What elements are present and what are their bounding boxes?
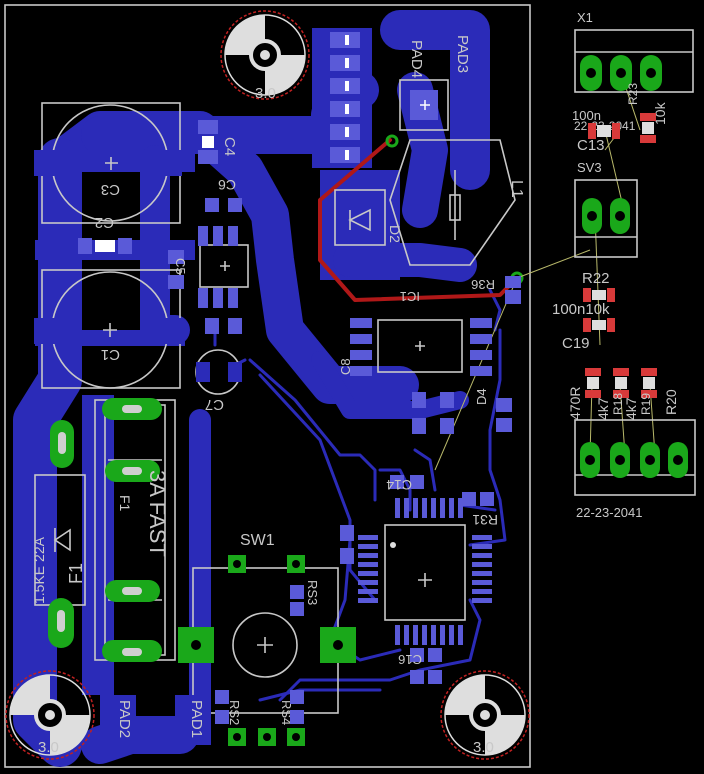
svg-text:PAD1: PAD1 — [188, 700, 205, 738]
svg-text:C16: C16 — [398, 652, 422, 667]
svg-text:4k7: 4k7 — [623, 397, 639, 420]
switch-sw1: SW1 RS3 RS2 RS4 — [178, 532, 356, 746]
pads-bottom: PAD2 PAD1 — [100, 695, 211, 745]
capacitor-c14: C14 — [386, 475, 424, 493]
smd-r22-c19: R22 100n10k C19 — [552, 270, 615, 352]
ic-regulator — [198, 226, 249, 308]
svg-text:3A FAST: 3A FAST — [145, 470, 170, 557]
capacitor-c4: C4 — [198, 120, 238, 164]
smd-c13-r23 — [588, 113, 656, 143]
svg-text:F1: F1 — [66, 563, 86, 584]
svg-text:100n10k: 100n10k — [552, 301, 610, 318]
svg-text:4k7: 4k7 — [595, 397, 611, 420]
svg-text:SV3: SV3 — [577, 160, 602, 175]
svg-text:L1: L1 — [508, 180, 525, 198]
capacitor-c1: C1 — [34, 269, 182, 389]
capacitor-c6: C6 — [205, 177, 242, 212]
svg-text:R19: R19 — [639, 393, 653, 415]
svg-text:SW1: SW1 — [240, 532, 275, 549]
svg-text:C13: C13 — [577, 137, 605, 154]
svg-text:R18: R18 — [611, 393, 625, 415]
mounting-hole-top: 3.0 — [220, 10, 310, 102]
via-1 — [385, 134, 399, 148]
connector-x2: 22-23-2041 — [574, 419, 696, 520]
svg-text:22-23-2041: 22-23-2041 — [576, 505, 643, 520]
svg-text:D4: D4 — [474, 388, 489, 405]
board-outline — [4, 4, 531, 768]
inductor-l1: L1 — [389, 139, 525, 266]
svg-text:RS3: RS3 — [305, 580, 320, 605]
svg-text:3.0: 3.0 — [255, 85, 276, 102]
svg-text:PAD3: PAD3 — [454, 35, 471, 73]
svg-text:1.5KE 22A: 1.5KE 22A — [31, 536, 47, 604]
capacitor-c7: C7 — [195, 349, 242, 413]
ic-ic1: IC1 C8 — [338, 289, 492, 376]
capacitor-c3: C3 — [34, 102, 182, 224]
svg-text:100n: 100n — [572, 108, 601, 123]
smd-column: PAD4 PAD3 — [330, 32, 471, 163]
resistor-rs1 — [340, 525, 354, 564]
svg-text:C1: C1 — [101, 346, 120, 363]
svg-text:C5: C5 — [173, 258, 188, 275]
diode-d4: D4 — [474, 388, 512, 432]
resistor-r31: R31 — [462, 492, 498, 528]
capacitor-c10 — [399, 79, 449, 131]
svg-text:PAD2: PAD2 — [116, 700, 133, 738]
top-layer-trace — [318, 138, 517, 302]
svg-text:470R: 470R — [567, 387, 583, 420]
svg-text:3.0: 3.0 — [38, 739, 59, 756]
connector-sv3: SV3 — [574, 160, 638, 258]
svg-text:C4: C4 — [221, 137, 238, 156]
smd-rs — [215, 585, 304, 724]
svg-text:PAD4: PAD4 — [408, 40, 425, 78]
svg-text:RS2: RS2 — [227, 700, 242, 725]
svg-text:C2: C2 — [95, 214, 114, 231]
tvs-diode: 1.5KE 22A F1 — [31, 420, 86, 648]
svg-text:R31: R31 — [472, 512, 498, 528]
svg-text:C7: C7 — [205, 396, 224, 413]
capacitor-c9 — [205, 318, 242, 334]
svg-text:C8: C8 — [338, 358, 353, 375]
ic-microcontroller — [358, 498, 492, 645]
connector-x1: X1 100n 22-23-2041 C13 R23 10k — [572, 10, 694, 154]
resistors-r18-r20: 470R 4k7 4k7 R18 R19 R20 — [567, 368, 679, 420]
smd-caps-ic1 — [412, 392, 454, 434]
svg-text:F1: F1 — [117, 495, 133, 512]
capacitor-c16: C16 — [398, 648, 442, 684]
svg-text:C19: C19 — [562, 335, 590, 352]
resistor-r36: R36 — [471, 276, 521, 304]
svg-text:D2: D2 — [387, 225, 403, 243]
svg-text:C6: C6 — [218, 177, 236, 193]
diode-d2: D2 — [334, 189, 403, 246]
svg-text:3.0: 3.0 — [473, 739, 494, 756]
svg-text:C14: C14 — [386, 477, 412, 493]
fuse-holder: 3A FAST F1 — [94, 398, 176, 662]
mounting-hole-bottom-right: 3.0 — [440, 670, 530, 760]
capacitor-c5: C5 — [168, 250, 188, 289]
svg-text:R22: R22 — [582, 270, 610, 287]
svg-text:X1: X1 — [577, 10, 593, 25]
svg-text:IC1: IC1 — [400, 289, 420, 304]
svg-text:R36: R36 — [471, 277, 495, 292]
svg-text:R23: R23 — [626, 83, 640, 105]
svg-text:R20: R20 — [663, 389, 679, 415]
svg-text:C3: C3 — [101, 181, 120, 198]
capacitor-c2: C2 — [78, 214, 132, 254]
mounting-hole-bottom-left: 3.0 — [5, 670, 95, 760]
